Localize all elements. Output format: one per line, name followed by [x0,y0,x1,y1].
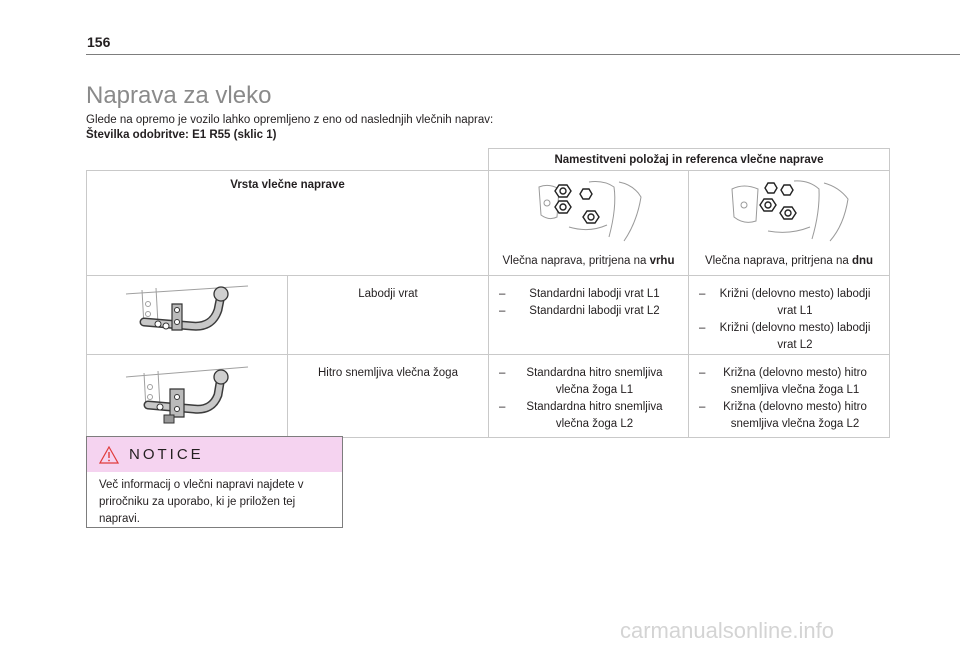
position-top-label: Vlečna naprava, pritrjena na vrhu [502,255,675,267]
list-item: –Križna (delovno mesto) hitro snemljiva … [699,401,867,430]
page-number: 156 [87,34,111,50]
notice-body: Več informacij o vlečni napravi najdete … [99,479,304,525]
position-bottom-cell: Vlečna naprava, pritrjena na dnu [688,170,890,276]
row-name-removable-ball: Hitro snemljiva vlečna žoga [287,354,489,438]
empty-header-cell [86,148,489,171]
towbar-spec-table: Namestitveni položaj in referenca vlečne… [86,148,890,438]
notice-title: NOTICE [129,446,204,463]
notice-header: NOTICE [87,437,342,472]
position-bottom-label: Vlečna naprava, pritrjena na dnu [704,255,874,267]
removable-ball-top-refs: –Standardna hitro snemljiva vlečna žoga … [488,354,689,438]
page-title: Naprava za vleko [86,82,272,109]
intro-text: Glede na opremo je vozilo lahko opremlje… [86,114,494,126]
notice-box: NOTICE Več informacij o vlečni napravi n… [86,436,343,528]
list-item: –Standardna hitro snemljiva vlečna žoga … [499,401,663,430]
swan-neck-bottom-refs: –Križni (delovno mesto) labodji vrat L1 … [688,275,890,355]
swan-neck-towbar-illustration [125,285,249,331]
position-header: Namestitveni položaj in referenca vlečne… [488,148,890,171]
row-name-swan-neck: Labodji vrat [287,275,489,355]
approval-number: Številka odobritve: E1 R55 (sklic 1) [86,129,277,141]
list-item: –Križni (delovno mesto) labodji vrat L1 [699,288,871,317]
top-mount-illustration [537,181,642,242]
list-item: –Standardni labodji vrat L1 [499,288,660,300]
swan-neck-top-refs: –Standardni labodji vrat L1 –Standardni … [488,275,689,355]
warning-triangle-icon [99,445,119,464]
swan-neck-image-cell [86,275,288,355]
watermark: carmanualsonline.info [620,618,835,643]
position-top-cell: Vlečna naprava, pritrjena na vrhu [488,170,689,276]
removable-towball-illustration [125,366,249,424]
type-header: Vrsta vlečne naprave [86,170,489,276]
header-rule [86,54,960,55]
bottom-mount-illustration [731,180,849,242]
list-item: –Standardni labodji vrat L2 [499,305,660,317]
list-item: –Križna (delovno mesto) hitro snemljiva … [699,367,867,396]
removable-ball-image-cell [86,354,288,438]
list-item: –Standardna hitro snemljiva vlečna žoga … [499,367,663,396]
list-item: –Križni (delovno mesto) labodji vrat L2 [699,322,871,351]
removable-ball-bottom-refs: –Križna (delovno mesto) hitro snemljiva … [688,354,890,438]
